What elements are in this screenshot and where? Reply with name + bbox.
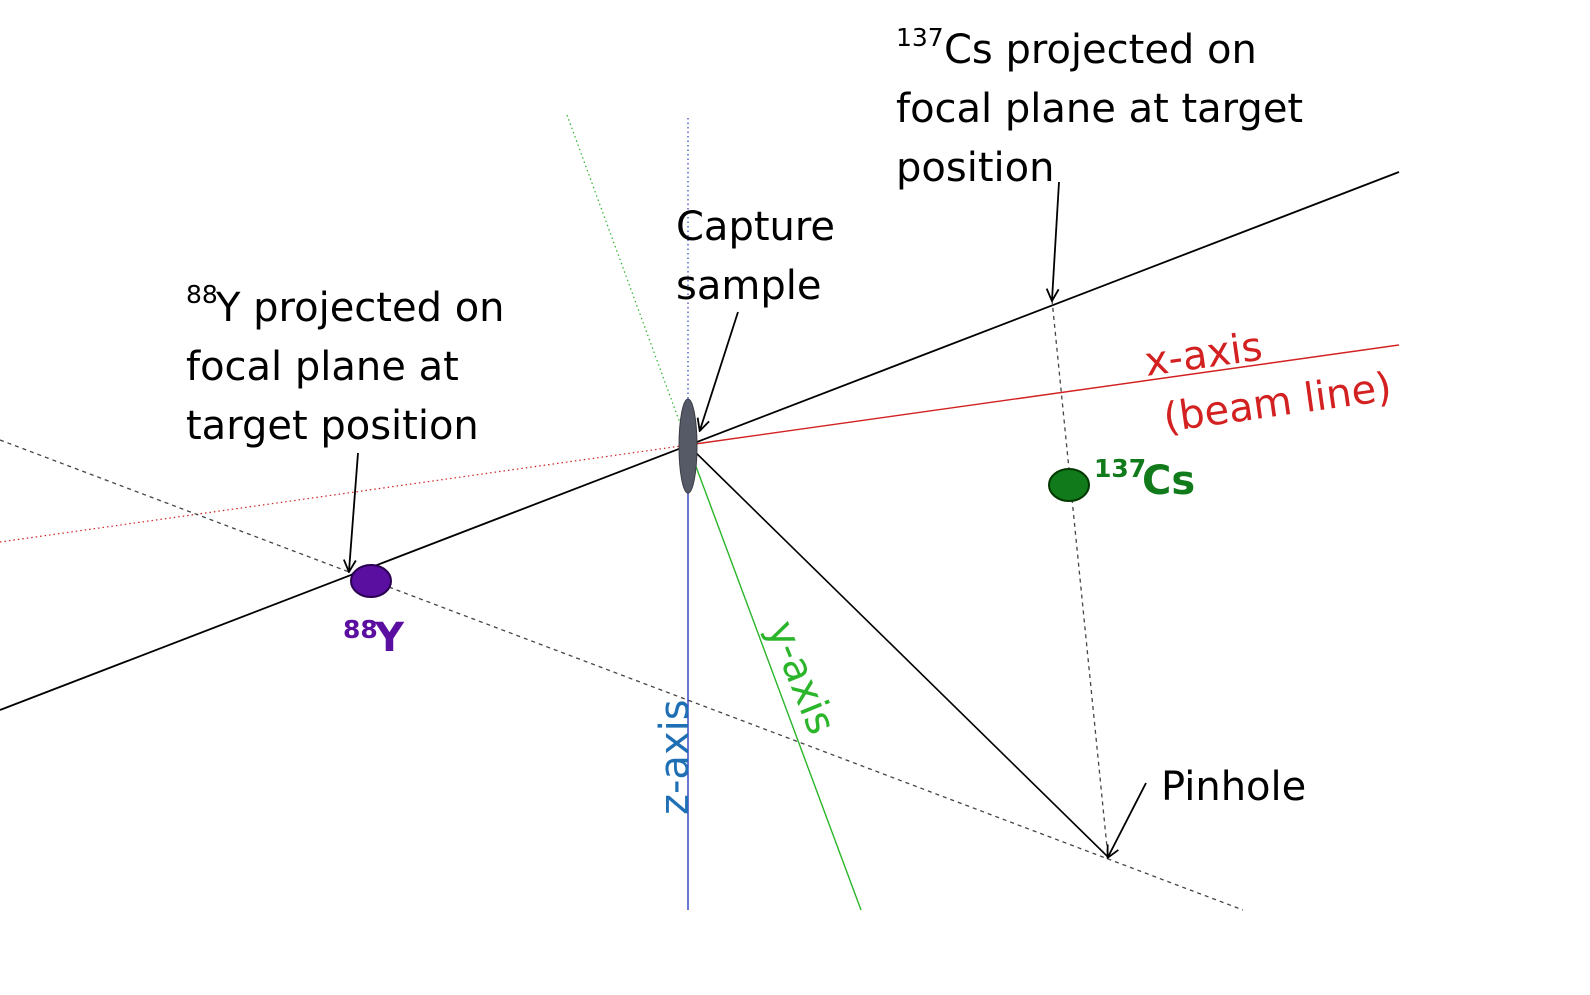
sample-to-pinhole-line — [687, 444, 1109, 858]
capture-sample-label-line2: sample — [676, 263, 821, 309]
pinhole-label: Pinhole — [1161, 764, 1306, 810]
x-axis-label: x-axis (beam line) — [1142, 324, 1395, 442]
x-axis-line — [687, 344, 1400, 446]
cs137-projected-sup: 137 — [896, 23, 944, 52]
pinhole-arrow — [1108, 782, 1147, 857]
capture-sample-label-line1: Capture — [676, 204, 835, 250]
y88-source-dot — [350, 564, 392, 598]
y88-projection-arrow — [349, 452, 359, 571]
cs137-projected-label: 137 Cs projected on focal plane at targe… — [896, 23, 1303, 191]
y-axis-line-dotted — [566, 114, 689, 446]
y88-projected-line1: Y projected on — [215, 285, 505, 331]
capture-sample-shape — [678, 398, 698, 494]
cs137-projected-line1: Cs projected on — [944, 27, 1257, 73]
capture-sample-arrow — [700, 311, 739, 430]
cs137-marker-sup: 137 — [1094, 454, 1146, 483]
y88-projected-sup: 88 — [186, 280, 218, 309]
cs137-projected-line2: focal plane at target — [896, 86, 1303, 132]
y88-marker-sup: 88 — [343, 615, 378, 644]
y88-marker-label: 88 Y — [343, 615, 405, 661]
x-axis-label-line1: x-axis — [1142, 324, 1266, 386]
y88-ray-line — [0, 439, 1244, 911]
x-axis-line-dotted — [0, 444, 689, 543]
y88-marker-text: Y — [374, 615, 405, 661]
y-axis-line — [687, 444, 862, 911]
y88-projected-line3: target position — [186, 403, 479, 449]
y88-projected-line2: focal plane at — [186, 344, 459, 390]
cs137-marker-label: 137 Cs — [1094, 454, 1195, 504]
z-axis-label: z-axis — [652, 699, 698, 815]
cs137-projection-arrow — [1052, 181, 1060, 300]
cs137-ray-line — [1051, 299, 1109, 858]
capture-sample-label: Capture sample — [676, 204, 835, 309]
cs137-projected-line3: position — [896, 145, 1054, 191]
cs137-source-dot — [1048, 468, 1090, 502]
y-axis-label: y-axis — [758, 615, 845, 741]
cs137-marker-text: Cs — [1142, 458, 1195, 504]
y88-projected-label: 88 Y projected on focal plane at target … — [186, 280, 505, 449]
projection-line — [0, 171, 1400, 711]
